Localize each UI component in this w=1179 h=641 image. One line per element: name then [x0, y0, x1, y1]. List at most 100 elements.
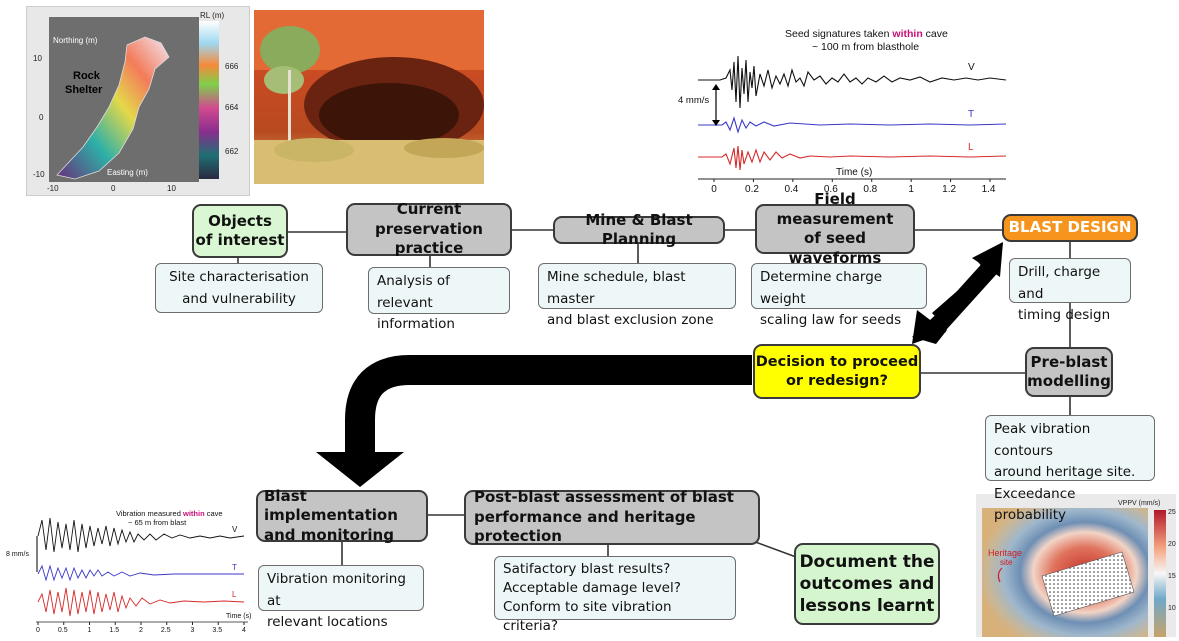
map-label-shelter: Shelter [65, 84, 103, 96]
node-document-line1: Document the [799, 551, 935, 572]
axis-tick-label: 1.4 [982, 184, 996, 195]
note-charge-weight: Determine charge weight scaling law for … [751, 263, 927, 328]
map-ytick: 0 [39, 113, 44, 122]
node-document-outcomes[interactable]: Document the outcomes and lessons learnt [794, 543, 940, 625]
map-cbar-tick: 664 [225, 103, 239, 112]
rock-shelter-map-plot: RL (m) Northing (m) Easting (m) Rock She… [33, 11, 239, 193]
map-cbar-tick: 662 [225, 147, 239, 156]
node-preblast-line1: Pre-blast [1030, 352, 1108, 371]
note-schedule-line1: Mine schedule, blast master [547, 269, 686, 307]
heritage-site-label: site [1000, 558, 1013, 567]
note-analysis-line1: Analysis of relevant [377, 273, 450, 311]
vppv-tick: 25 [1168, 509, 1176, 516]
seed-scale-label: 4 mm/s [678, 95, 709, 106]
map-ytick: 10 [33, 54, 42, 63]
map-xtick: 0 [111, 184, 116, 193]
map-xtick: 10 [167, 184, 176, 193]
vib-label-t: T [232, 563, 237, 572]
map-ytick: -10 [33, 170, 45, 179]
seed-label-t: T [968, 109, 974, 120]
vppv-contour-map: VPPV (mm/s) 25 20 15 10 Heritage site [976, 494, 1176, 637]
note-charge-line1: Determine charge weight [760, 269, 883, 307]
rock-shelter-map: RL (m) Northing (m) Easting (m) Rock She… [26, 6, 250, 196]
note-question-1: Satifactory blast results? [503, 561, 671, 577]
seed-label-l: L [968, 142, 974, 153]
seed-trace-v [698, 55, 1007, 109]
node-implementation-line2: and monitoring [264, 525, 394, 544]
node-document-line2: outcomes and [799, 573, 935, 594]
vib-subtitle: ~ 65 m from blast [128, 518, 187, 527]
map-cbar-tick: 666 [225, 62, 239, 71]
node-post-blast-assessment[interactable]: Post-blast assessment of blast performan… [464, 488, 760, 546]
node-postblast-line1: Post-blast assessment of blast [474, 488, 734, 507]
node-blast-implementation[interactable]: Blast implementation and monitoring [256, 487, 428, 544]
axis-tick-label: 0 [36, 627, 40, 634]
node-pre-blast-modelling[interactable]: Pre-blast modelling [1025, 347, 1113, 397]
axis-tick-label: 0.2 [745, 184, 759, 195]
seed-title: Seed signatures taken within cave [785, 28, 948, 40]
map-easting-label: Easting (m) [107, 168, 148, 177]
note-peak-vibration: Peak vibration contours around heritage … [985, 415, 1155, 523]
vppv-tick: 15 [1168, 573, 1176, 580]
node-preservation-line2: practice [394, 239, 464, 258]
axis-tick-label: 4 [242, 627, 246, 634]
node-objects-line2: of interest [195, 231, 285, 249]
note-analysis-line2: information [377, 316, 455, 333]
node-mine-blast-planning[interactable]: Mine & Blast Planning [553, 211, 725, 248]
note-contours-line3: Exceedance probability [994, 485, 1076, 524]
node-field-measurement[interactable]: Field measurement of seed waveforms [755, 190, 915, 267]
note-site-line2: and vulnerability [182, 290, 296, 307]
seed-label-v: V [968, 62, 975, 73]
note-mine-schedule: Mine schedule, blast master and blast ex… [538, 263, 736, 328]
note-monitoring-line1: Vibration monitoring at [267, 571, 406, 609]
note-site-characterisation: Site characterisation and vulnerability [155, 263, 323, 313]
node-objects-line1: Objects [208, 211, 272, 230]
axis-tick-label: 1 [908, 184, 914, 195]
note-drill-line2: timing design [1018, 307, 1111, 324]
node-decision[interactable]: Decision to proceed or redesign? [753, 344, 921, 399]
axis-tick-label: 2 [139, 627, 143, 634]
note-vibration-monitoring: Vibration monitoring at relevant locatio… [258, 565, 424, 630]
node-postblast-line2: performance and heritage protection [474, 507, 696, 546]
vib-title: Vibration measured within cave [116, 509, 223, 518]
vib-label-l: L [232, 590, 237, 599]
node-objects-of-interest[interactable]: Objects of interest [192, 204, 288, 258]
note-drill-line1: Drill, charge and [1018, 264, 1101, 302]
map-label-rock: Rock [73, 70, 101, 82]
axis-tick-label: 3 [191, 627, 195, 634]
axis-tick-label: 1.5 [109, 627, 119, 634]
vppv-title: VPPV (mm/s) [1118, 500, 1160, 507]
vib-trace-t [37, 564, 244, 582]
note-question-3: Conform to site vibration criteria? [503, 598, 672, 634]
vib-trace-v [37, 517, 245, 553]
note-contours-line2: around heritage site. [994, 464, 1136, 481]
node-decision-line2: or redesign? [785, 372, 889, 389]
vib-label-v: V [232, 525, 238, 534]
note-question-2: Acceptable damage level? [503, 579, 681, 596]
vppv-tick: 20 [1168, 541, 1176, 548]
node-blast-design[interactable]: BLAST DESIGN [1002, 214, 1138, 242]
note-monitoring-line2: relevant locations [267, 614, 388, 631]
axis-tick-label: 0.4 [784, 184, 798, 195]
seed-xlabel: Time (s) [836, 167, 872, 178]
axis-tick-label: 3.5 [212, 627, 222, 634]
note-assessment-questions: Satifactory blast results? Acceptable da… [494, 556, 736, 634]
node-document-line3: lessons learnt [799, 596, 935, 617]
axis-tick-label: 2.5 [161, 627, 171, 634]
vib-scale-label: 8 mm/s [6, 551, 29, 558]
note-contours-line1: Peak vibration contours [994, 421, 1091, 459]
axis-tick-label: 0.5 [58, 627, 68, 634]
node-preservation-line1: Current preservation [374, 200, 483, 238]
seed-subtitle: ~ 100 m from blasthole [812, 41, 919, 53]
axis-tick-label: 0 [711, 184, 717, 195]
node-field-line2: of seed waveforms [788, 229, 882, 267]
note-schedule-line2: and blast exclusion zone [547, 312, 714, 329]
note-drill-charge: Drill, charge and timing design [1009, 258, 1131, 323]
node-current-preservation[interactable]: Current preservation practice [346, 200, 512, 258]
node-decision-line1: Decision to proceed [755, 353, 919, 370]
vib-xlabel: Time (s) [226, 613, 251, 620]
axis-tick-label: 1 [88, 627, 92, 634]
